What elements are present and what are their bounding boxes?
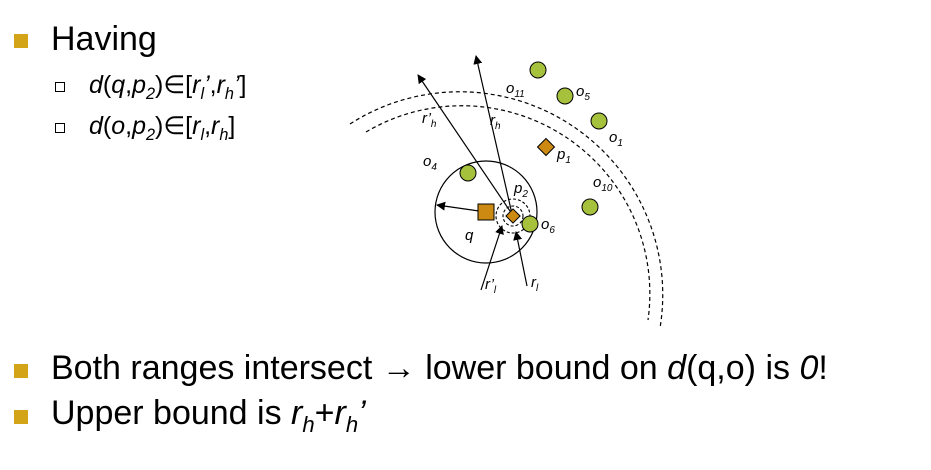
fn-d: d (667, 349, 687, 387)
label-p2: p2 (513, 180, 528, 200)
value-zero: 0 (799, 349, 819, 387)
var-o: o (111, 112, 126, 140)
var-p: p (132, 112, 146, 140)
query-point (477, 203, 495, 221)
sub-2: 2 (146, 126, 156, 144)
bullet-marker (14, 410, 28, 424)
conclusion-upper-bound: Upper bound is rh+rh’ (51, 394, 366, 438)
args: (q,o) (686, 349, 756, 387)
pivot-p1 (536, 137, 556, 157)
label-o10: o10 (593, 174, 613, 194)
sub-2: 2 (146, 85, 156, 103)
sub-h: h (219, 126, 229, 144)
object-o5 (556, 87, 574, 105)
label-q: q (465, 227, 474, 244)
prime: ’ (204, 71, 210, 99)
bullet-marker (14, 364, 28, 378)
object-o4 (459, 164, 477, 182)
prime: ’ (358, 394, 366, 432)
outer-range-arc-prime (349, 91, 664, 329)
object-o6 (521, 215, 539, 233)
var-r: r (211, 112, 220, 140)
arrow-symbol: → (381, 349, 416, 387)
heading-having: Having (51, 20, 157, 59)
outer-range-arc (365, 105, 651, 321)
fn-d: d (89, 112, 103, 140)
label-o1: o1 (609, 129, 623, 149)
text: Upper bound is (51, 394, 292, 432)
text: ! (818, 349, 828, 387)
label-rl-prime: r’l (485, 276, 497, 296)
radius-arrow-rl (513, 231, 528, 287)
bullet-marker (14, 34, 28, 48)
sub-h: h (224, 85, 234, 103)
prime: ’ (233, 71, 240, 99)
heading-label: Having (51, 20, 157, 58)
label-o4: o4 (423, 153, 437, 173)
label-o5: o5 (576, 83, 590, 103)
text: is (756, 349, 800, 387)
var-p: p (132, 71, 146, 99)
radius-arrow-rh-prime (417, 74, 513, 215)
var-r: r (192, 71, 201, 99)
text: lower bound on (415, 349, 668, 387)
conclusion-lower-bound: Both ranges intersect → lower bound on d… (51, 349, 828, 388)
label-o11: o11 (506, 80, 525, 100)
element-of-symbol: ∈ (163, 112, 186, 140)
label-rl: rl (531, 274, 539, 294)
label-p1: p1 (556, 146, 571, 166)
var-r: r (291, 394, 303, 432)
sub-l: l (200, 126, 205, 144)
query-range-circle (434, 160, 538, 264)
object-o10 (581, 198, 599, 216)
sub-l: l (200, 85, 205, 103)
text: Both ranges intersect (51, 349, 382, 387)
var-r: r (216, 71, 225, 99)
var-r: r (334, 394, 346, 432)
radius-arrow-rl-prime (480, 225, 504, 291)
sub-h: h (345, 411, 359, 437)
sub-bullet-marker (55, 123, 65, 133)
label-o6: o6 (541, 216, 555, 236)
condition-q-p2: d(q,p2)∈[rl’,rh’] (89, 71, 247, 103)
radius-arrow-rh (473, 55, 513, 215)
sub-bullet-marker (55, 82, 65, 92)
object-o11 (529, 61, 547, 79)
element-of-symbol: ∈ (163, 71, 186, 99)
condition-o-p2: d(o,p2)∈[rl,rh] (89, 112, 236, 144)
var-q: q (111, 71, 126, 99)
label-rh-prime: r’h (422, 110, 437, 130)
plus-symbol: + (314, 394, 335, 432)
inner-range-circle (502, 205, 524, 227)
fn-d: d (89, 71, 103, 99)
label-rh: rh (490, 112, 501, 132)
var-r: r (192, 112, 201, 140)
pivot-p2 (505, 208, 521, 224)
sub-h: h (302, 411, 315, 437)
object-o1 (590, 112, 608, 130)
